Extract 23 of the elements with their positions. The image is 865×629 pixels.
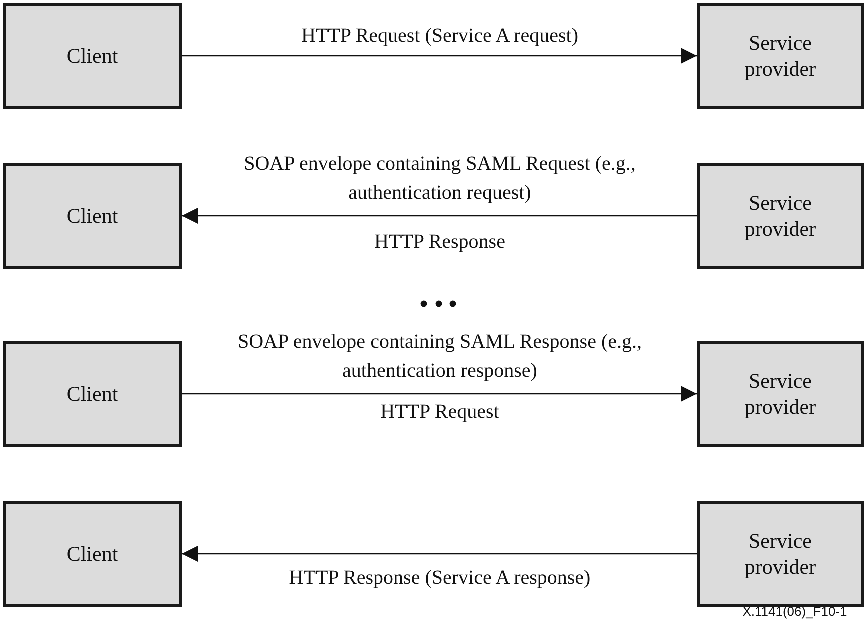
box-label: Client	[66, 203, 120, 229]
message-label: HTTP Response	[374, 230, 506, 254]
process-box	[697, 501, 864, 607]
box-label: Client	[66, 43, 120, 69]
box-label: Service provider	[744, 30, 818, 82]
process-box	[3, 501, 182, 607]
box-label: Service provider	[744, 190, 818, 242]
arrow	[182, 546, 697, 562]
process-box	[697, 3, 864, 109]
box-label: Client	[66, 381, 120, 407]
arrow	[182, 208, 697, 224]
process-box	[697, 341, 864, 447]
arrow	[182, 386, 697, 402]
process-box	[3, 341, 182, 447]
box-label: Service provider	[744, 368, 818, 420]
arrow	[182, 48, 697, 64]
process-box	[3, 3, 182, 109]
box-label: Client	[66, 541, 120, 567]
process-box	[3, 163, 182, 269]
box-label: Service provider	[744, 528, 818, 580]
message-label: HTTP Request	[380, 400, 500, 424]
figure-code: X.1141(06)_F10-1	[742, 604, 848, 619]
process-box	[697, 163, 864, 269]
